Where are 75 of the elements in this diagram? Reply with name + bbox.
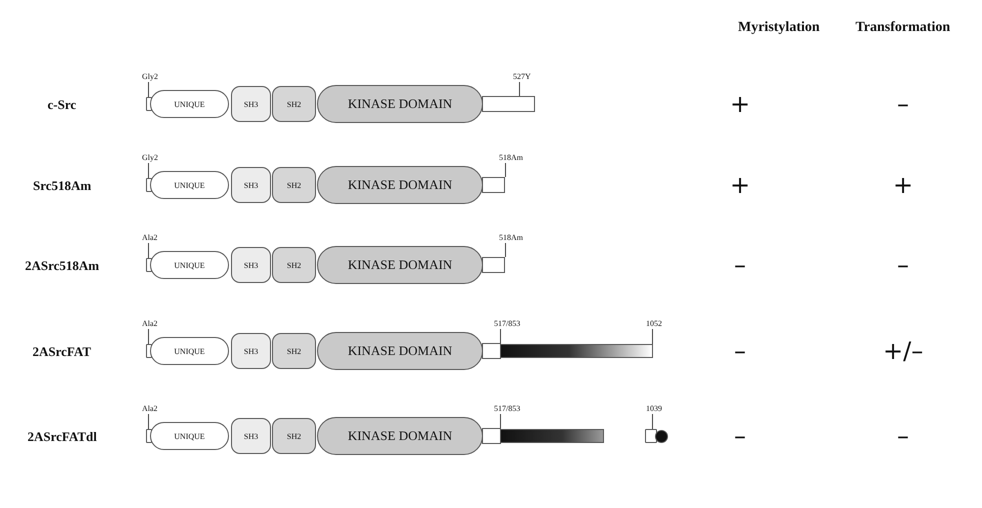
result-sign: – <box>734 253 746 277</box>
sh3-domain-box: SH3 <box>231 333 271 369</box>
truncated-fat-bar <box>500 429 604 443</box>
result-sign: + <box>893 173 914 197</box>
end-dot <box>655 430 668 442</box>
result-sign: – <box>897 92 909 116</box>
sh3-domain-box: SH3 <box>231 418 271 454</box>
kinase-domain-box: KINASE DOMAIN <box>317 417 483 455</box>
position-label: Gly2 <box>142 73 158 81</box>
sh3-domain-box: SH3 <box>231 167 271 203</box>
leader-line <box>519 82 520 96</box>
leader-line <box>505 162 506 178</box>
sh2-domain-box: SH2 <box>272 418 316 454</box>
result-sign: + <box>730 92 750 116</box>
position-label: 1039 <box>646 405 662 413</box>
construct-name: 2ASrcFATdl <box>28 430 97 442</box>
unique-domain-box: UNIQUE <box>150 171 229 199</box>
sh2-domain-box: SH2 <box>272 247 316 283</box>
kinase-domain-box: KINASE DOMAIN <box>317 85 483 123</box>
n-terminus-box <box>146 429 152 443</box>
leader-line <box>148 414 149 430</box>
position-label: 518Am <box>499 154 523 162</box>
result-sign: + <box>730 173 750 197</box>
position-label: 518Am <box>499 234 523 242</box>
construct-name: 2ASrcFAT <box>32 344 91 358</box>
unique-domain-box: UNIQUE <box>150 90 229 118</box>
n-terminus-box <box>146 344 152 358</box>
c-terminal-tail-bar <box>482 177 505 193</box>
sh2-domain-box: SH2 <box>272 333 316 369</box>
c-terminal-tail-bar <box>482 257 505 273</box>
position-label: 517/853 <box>494 320 520 328</box>
result-sign: – <box>897 424 909 448</box>
leader-line <box>500 414 501 430</box>
c-terminal-tail-bar <box>482 96 535 112</box>
position-label: 517/853 <box>494 405 520 413</box>
kinase-domain-box: KINASE DOMAIN <box>317 246 483 284</box>
leader-line <box>148 242 149 258</box>
sh2-domain-box: SH2 <box>272 86 316 122</box>
sh2-domain-box: SH2 <box>272 167 316 203</box>
position-label: Gly2 <box>142 154 158 162</box>
n-terminus-box <box>146 258 152 272</box>
position-label: 1052 <box>646 320 662 328</box>
column-header: Myristylation <box>738 21 820 35</box>
leader-line <box>652 328 653 344</box>
leader-line <box>505 242 506 258</box>
result-sign: – <box>734 424 746 448</box>
construct-name: 2ASrc518Am <box>25 258 100 272</box>
result-sign: – <box>734 339 746 363</box>
leader-line <box>148 82 149 98</box>
position-label: 527Y <box>513 73 531 81</box>
position-label: Ala2 <box>142 234 158 242</box>
leader-line <box>148 162 149 178</box>
leader-line <box>500 328 501 344</box>
construct-name: c-Src <box>48 98 76 110</box>
c-terminal-tail-bar <box>482 343 501 359</box>
unique-domain-box: UNIQUE <box>150 422 229 450</box>
result-sign: +/– <box>883 339 924 363</box>
result-sign: – <box>897 253 909 277</box>
sh3-domain-box: SH3 <box>231 86 271 122</box>
position-label: Ala2 <box>142 320 158 328</box>
leader-line <box>652 414 653 430</box>
construct-name: Src518Am <box>33 178 92 192</box>
kinase-domain-box: KINASE DOMAIN <box>317 332 483 370</box>
c-terminal-tail-bar <box>482 428 501 444</box>
unique-domain-box: UNIQUE <box>150 337 229 365</box>
n-terminus-box <box>146 97 152 111</box>
sh3-domain-box: SH3 <box>231 247 271 283</box>
kinase-domain-box: KINASE DOMAIN <box>317 166 483 204</box>
fat-domain-bar <box>500 344 653 358</box>
leader-line <box>148 328 149 344</box>
end-segment-box <box>645 429 657 443</box>
n-terminus-box <box>146 178 152 192</box>
column-header: Transformation <box>856 21 950 35</box>
unique-domain-box: UNIQUE <box>150 251 229 279</box>
position-label: Ala2 <box>142 405 158 413</box>
